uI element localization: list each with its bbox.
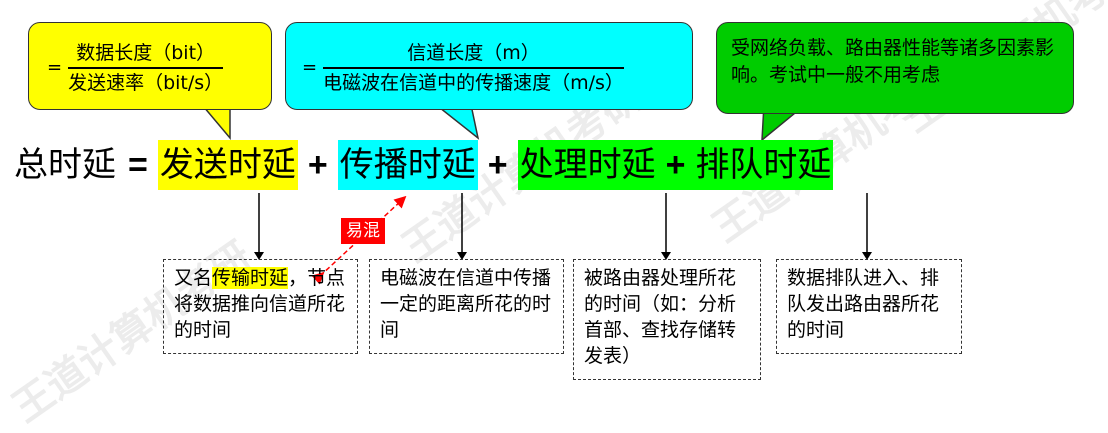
plus-sign: + xyxy=(487,145,508,184)
transmission-delay-term: 发送时延 xyxy=(157,140,298,190)
arrowhead xyxy=(254,252,264,260)
total-delay-term: 总时延 xyxy=(14,145,116,185)
transmission-formula-bubble: = 数据长度（bit） 发送速率（bit/s） xyxy=(28,22,272,110)
desc-prefix: 又名 xyxy=(174,267,213,289)
other-delays-bubble: 受网络负载、路由器性能等诸多因素影响。考试中一般不用考虑 xyxy=(716,22,1074,114)
desc-suffix: ，节点将数据推向信道所花的时间 xyxy=(174,267,346,341)
confusable-badge: 易混 xyxy=(341,218,385,244)
queuing-description: 数据排队进入、排队发出路由器所花的时间 xyxy=(776,259,962,354)
arrowhead xyxy=(862,252,872,260)
fraction-line xyxy=(68,67,224,69)
total-delay-formula: 总时延 = 发送时延 + 传播时延 + 处理时延+排队时延 xyxy=(12,138,834,192)
processing-queuing-delay-terms: 处理时延+排队时延 xyxy=(517,140,834,190)
propagation-delay-term: 传播时延 xyxy=(337,140,478,190)
other-delays-note: 受网络负载、路由器性能等诸多因素影响。考试中一般不用考虑 xyxy=(731,37,1055,86)
transmission-numerator: 数据长度（bit） xyxy=(76,42,216,64)
connector-arrows xyxy=(254,193,872,285)
propagation-denominator: 电磁波在信道中的传播速度（m/s） xyxy=(323,71,624,94)
processing-delay-term: 处理时延 xyxy=(519,145,656,185)
processing-description: 被路由器处理所花的时间（如：分析首部、查找存储转发表） xyxy=(573,259,761,380)
equals-sign: = xyxy=(47,57,63,79)
fraction-line xyxy=(323,67,624,69)
propagation-numerator: 信道长度（m） xyxy=(407,42,540,64)
desc-highlight: 传输时延 xyxy=(212,267,289,289)
queuing-delay-term: 排队时延 xyxy=(695,145,832,185)
arrowhead xyxy=(661,252,671,260)
transmission-denominator: 发送速率（bit/s） xyxy=(68,71,224,94)
plus-sign: + xyxy=(307,145,328,184)
propagation-description: 电磁波在信道中传播一定的距离所花的时间 xyxy=(369,259,564,354)
plus-sign: + xyxy=(665,146,686,184)
propagation-formula-bubble: = 信道长度（m） 电磁波在信道中的传播速度（m/s） xyxy=(285,22,693,110)
equals-sign: = xyxy=(302,57,318,79)
equals-sign: = xyxy=(128,145,148,184)
arrowhead xyxy=(457,252,467,260)
confusion-arrow xyxy=(311,195,407,285)
transmission-description: 又名传输时延，节点将数据推向信道所花的时间 xyxy=(163,259,358,354)
